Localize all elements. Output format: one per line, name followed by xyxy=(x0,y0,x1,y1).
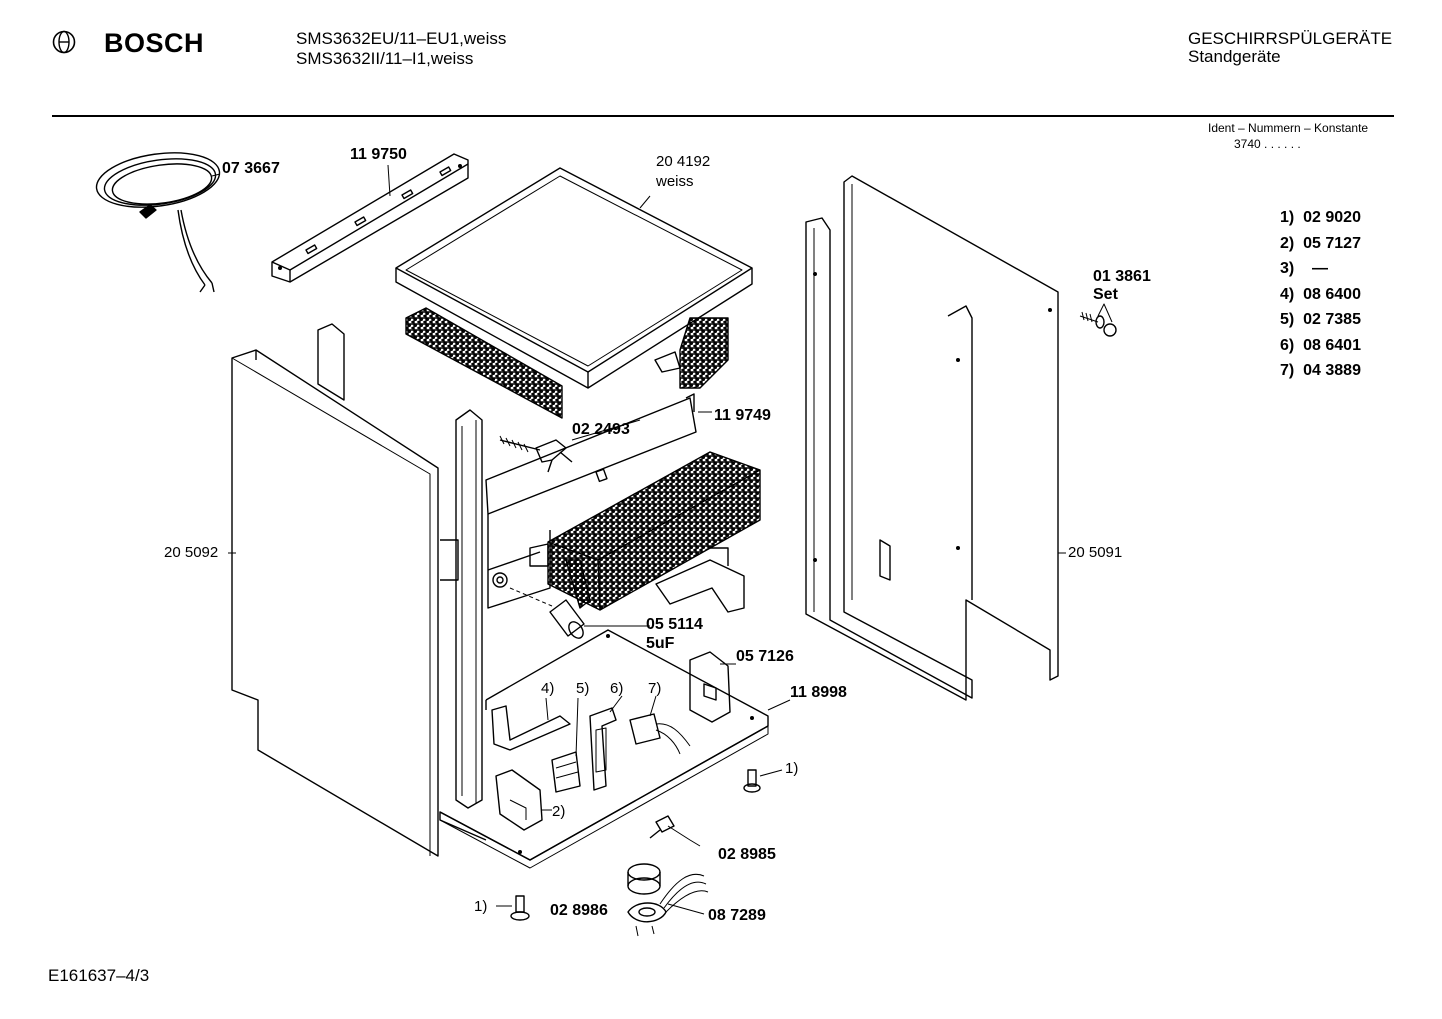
side-panel-right xyxy=(805,175,1066,701)
key-item: 6) 08 6401 xyxy=(1280,337,1361,354)
brand-name: BOSCH xyxy=(104,28,205,58)
heater-block xyxy=(529,451,761,611)
callout-7: 7) xyxy=(648,680,662,697)
foot-right xyxy=(743,769,783,793)
model-line-1: SMS3632EU/11–EU1,weiss xyxy=(296,29,507,48)
key-item: 5) 02 7385 xyxy=(1280,311,1361,328)
category-title: GESCHIRRSPÜLGERÄTE xyxy=(1188,29,1393,48)
label-capacitor-value: 5uF xyxy=(646,635,675,652)
clip-assembly xyxy=(499,419,641,473)
top-cover xyxy=(395,167,753,389)
label-top-cover: 20 4192 xyxy=(656,153,711,170)
callout-2: 2) xyxy=(552,803,566,820)
top-rail xyxy=(271,153,469,283)
ident-code: 3740 . . . . . . xyxy=(1234,137,1301,151)
label-rail: 11 9750 xyxy=(350,146,407,163)
label-base: 11 8998 xyxy=(790,684,847,701)
label-screw-set: 01 3861 xyxy=(1093,268,1151,285)
callout-1-right: 1) xyxy=(785,760,799,777)
sensor xyxy=(649,815,701,847)
label-bracket: 11 9749 xyxy=(714,407,771,424)
label-clip: 02 2493 xyxy=(572,421,630,438)
small-parts xyxy=(491,695,691,793)
drain-duct xyxy=(655,547,745,613)
callout-1-left: 1) xyxy=(474,898,488,915)
capacitor xyxy=(509,587,650,639)
callout-5: 5) xyxy=(576,680,590,697)
cap-and-heater xyxy=(627,863,709,937)
ident-label: Ident – Nummern – Konstante xyxy=(1208,121,1369,135)
key-item: 3) — xyxy=(1280,260,1329,277)
label-cable: 07 3667 xyxy=(222,160,280,177)
label-heater-cable: 08 7289 xyxy=(708,907,766,924)
header-rule xyxy=(52,115,1394,117)
screw-set xyxy=(1079,303,1117,337)
base-plate xyxy=(439,629,791,869)
label-side-left: 20 5092 xyxy=(164,544,219,561)
power-cable xyxy=(95,152,221,293)
side-panel-left xyxy=(228,349,439,857)
key-item: 2) 05 7127 xyxy=(1280,235,1361,252)
label-cap: 02 8986 xyxy=(550,902,608,919)
callout-4: 4) xyxy=(541,680,555,697)
callout-6: 6) xyxy=(610,680,624,697)
label-switch-bracket: 05 7126 xyxy=(736,648,794,665)
key-item: 1) 02 9020 xyxy=(1280,209,1361,226)
front-frame-left xyxy=(317,323,483,809)
foot-left xyxy=(496,895,530,921)
key-item: 7) 04 3889 xyxy=(1280,362,1361,379)
bracket-2 xyxy=(495,769,552,831)
label-capacitor: 05 5114 xyxy=(646,616,703,633)
key-item: 4) 08 6400 xyxy=(1280,286,1361,303)
bosch-logo-icon xyxy=(52,30,76,59)
model-line-2: SMS3632II/11–I1,weiss xyxy=(296,49,474,68)
insulation-mat xyxy=(405,307,729,419)
label-screw-set-text: Set xyxy=(1093,286,1118,303)
switch-bracket xyxy=(689,651,736,723)
label-top-cover-color: weiss xyxy=(656,173,694,190)
drawing-code: E161637–4/3 xyxy=(48,966,150,985)
category-subtitle: Standgeräte xyxy=(1188,47,1281,66)
label-sensor: 02 8985 xyxy=(718,846,776,863)
label-side-right: 20 5091 xyxy=(1068,544,1123,561)
